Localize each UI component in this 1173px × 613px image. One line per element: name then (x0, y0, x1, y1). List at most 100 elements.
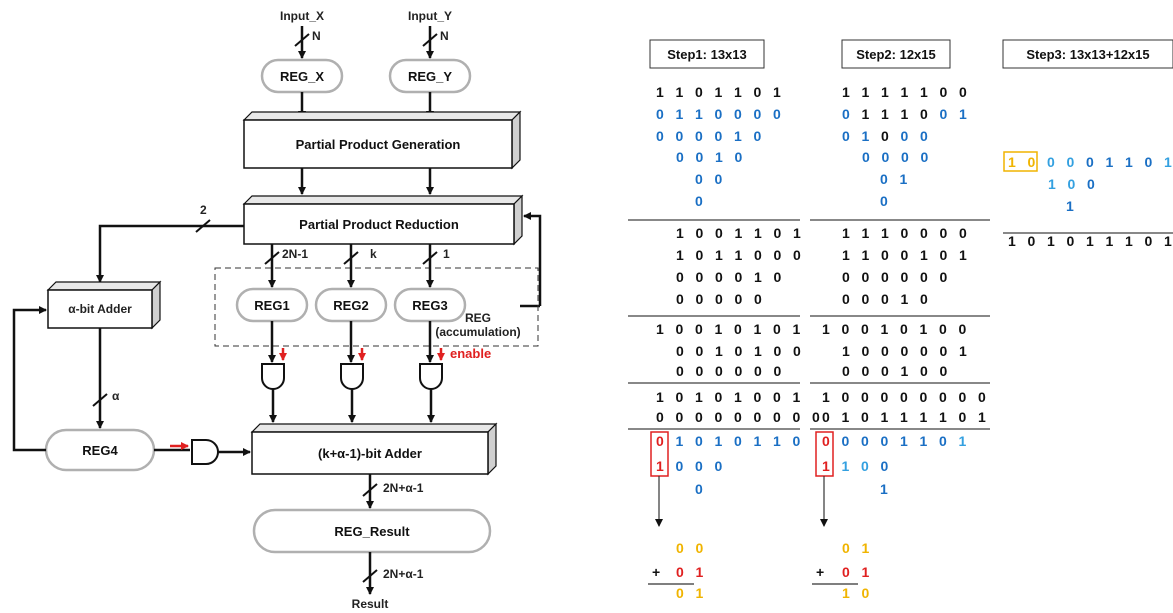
bit-digit: 0 (695, 84, 703, 100)
bit-digit: 1 (1008, 154, 1016, 170)
bit-digit: 0 (882, 149, 890, 165)
enable-label: enable (450, 346, 491, 361)
reg-accumulation-label-1: REG (465, 311, 491, 325)
bit-digit: 1 (793, 225, 801, 241)
reg-y-label: REG_Y (408, 69, 452, 84)
bit-digit: 1 (1106, 154, 1114, 170)
bit-digit: 0 (959, 409, 967, 425)
bit-digit: 0 (715, 128, 723, 144)
bit-digit: 0 (842, 363, 850, 379)
bit-digit: 0 (901, 225, 909, 241)
and-gate-1 (261, 363, 285, 390)
bit-digit: 0 (695, 128, 703, 144)
bit-digit: 0 (715, 106, 723, 122)
reg4-label: REG4 (82, 443, 118, 458)
main-adder-label: (k+α-1)-bit Adder (318, 446, 422, 461)
input-x-label: Input_X (280, 9, 324, 23)
width-result-label-2: 2N+α-1 (383, 567, 424, 581)
bit-digit: 1 (715, 343, 723, 359)
bit-digit: 0 (881, 343, 889, 359)
bit-digit: 0 (881, 433, 889, 449)
bit-digit: 1 (862, 84, 870, 100)
width-1-label: 1 (443, 247, 450, 261)
bit-digit: 0 (754, 291, 762, 307)
bit-digit: 0 (715, 269, 723, 285)
bit-digit: 0 (676, 128, 684, 144)
bit-digit: 1 (715, 84, 723, 100)
bit-digit: 1 (862, 564, 870, 580)
bit-digit: 0 (695, 409, 703, 425)
bit-digit: 1 (676, 225, 684, 241)
bit-digit: 0 (940, 343, 948, 359)
ppg-box: Partial Product Generation (242, 110, 522, 170)
bit-digit: 0 (940, 269, 948, 285)
bit-digit: 0 (881, 269, 889, 285)
bit-digit: 1 (793, 389, 801, 405)
bit-digit: 0 (901, 128, 909, 144)
bit-digit: 1 (900, 171, 908, 187)
bit-digit: 1 (676, 106, 684, 122)
step2-title-box (841, 39, 951, 69)
bit-digit: 0 (773, 409, 781, 425)
bit-digit: 0 (715, 409, 723, 425)
bit-digit: 0 (862, 291, 870, 307)
bit-digit: 1 (881, 321, 889, 337)
reg2-label: REG2 (333, 298, 368, 313)
bit-digit: 0 (940, 247, 948, 263)
bit-digit: 0 (715, 291, 723, 307)
plus-sign: + (652, 564, 660, 580)
bit-digit: 0 (842, 389, 850, 405)
bit-digit: 1 (842, 247, 850, 263)
width-result-label-1: 2N+α-1 (383, 481, 424, 495)
bit-digit: 0 (774, 269, 782, 285)
bit-digit: 0 (939, 433, 947, 449)
bit-digit: 0 (695, 321, 703, 337)
bit-digit: 1 (901, 291, 909, 307)
bit-digit: 0 (773, 321, 781, 337)
bit-digit: 1 (920, 409, 928, 425)
bit-digit: 0 (900, 389, 908, 405)
bit-digit: 1 (754, 269, 762, 285)
bit-digit: 0 (754, 389, 762, 405)
bit-digit: 0 (842, 321, 850, 337)
bit-digit: 1 (1086, 233, 1094, 249)
bit-digit: 1 (842, 84, 850, 100)
bit-digit: 0 (1028, 233, 1036, 249)
bit-digit: 0 (1028, 154, 1036, 170)
bit-digit: 0 (900, 321, 908, 337)
width-two-label: 2 (200, 203, 207, 217)
bit-digit: 1 (1048, 176, 1056, 192)
bit-digit: 0 (862, 343, 870, 359)
bit-digit: 0 (881, 389, 889, 405)
bit-digit: 0 (696, 343, 704, 359)
reg-result-box (252, 508, 492, 554)
bit-digit: 0 (939, 321, 947, 337)
bit-digit: 1 (715, 321, 723, 337)
bit-digit: 0 (696, 225, 704, 241)
bit-digit: 1 (696, 585, 704, 601)
bit-digit: 0 (734, 321, 742, 337)
bit-digit: 1 (978, 409, 986, 425)
bit-digit: 0 (1145, 154, 1153, 170)
bit-digit: 0 (774, 363, 782, 379)
bit-digit: 0 (676, 269, 684, 285)
and-gate-2 (340, 363, 364, 390)
bit-digit: 1 (656, 458, 664, 474)
bit-digit: 0 (735, 363, 743, 379)
bit-digit: 1 (900, 433, 908, 449)
bit-digit: 0 (901, 247, 909, 263)
bit-digit: 0 (793, 409, 801, 425)
bit-digit: 0 (940, 84, 948, 100)
bit-digit: 0 (676, 291, 684, 307)
bit-digit: 0 (862, 585, 870, 601)
bit-digit: 1 (1164, 154, 1172, 170)
bit-digit: 1 (901, 106, 909, 122)
bit-digit: 0 (793, 343, 801, 359)
ppr-box: Partial Product Reduction (242, 194, 524, 246)
bit-digit: 1 (735, 225, 743, 241)
bit-digit: 1 (676, 433, 684, 449)
bit-digit: 0 (842, 291, 850, 307)
bit-digit: 0 (735, 291, 743, 307)
bit-digit: 1 (1125, 233, 1133, 249)
